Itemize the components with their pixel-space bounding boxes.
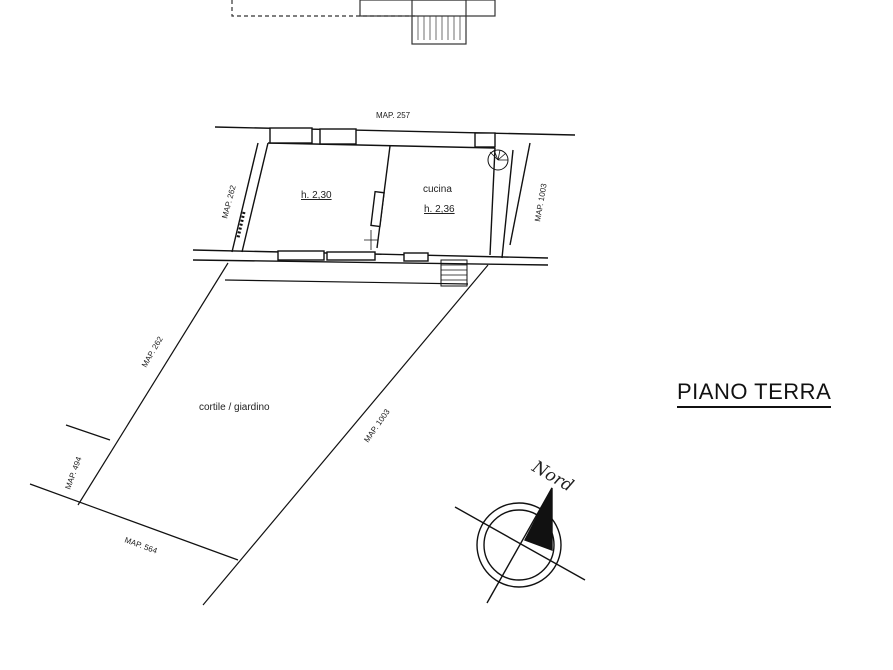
floor-title: PIANO TERRA: [677, 379, 832, 408]
room-height-label: h. 2,30: [301, 190, 332, 201]
parcel-label-west-lower: MAP. 262: [140, 334, 165, 369]
parcel-label-north: MAP. 257: [376, 111, 411, 120]
house-walls: [192, 126, 576, 287]
parcel-label-west-upper: MAP. 262: [220, 184, 238, 220]
kitchen-label: cucina: [423, 184, 452, 195]
kitchen-height-label: h. 2,36: [424, 204, 455, 215]
courtyard-boundaries: [29, 262, 489, 606]
upper-floor-fragment: [231, 0, 496, 45]
parcel-label-far-west: MAP. 494: [63, 455, 83, 491]
parcel-label-east-lower: MAP. 1003: [362, 407, 392, 444]
parcel-label-east-upper: MAP. 1003: [533, 182, 549, 222]
north-arrow-icon: [454, 487, 586, 604]
parcel-label-south: MAP. 564: [123, 535, 159, 555]
courtyard-label: cortile / giardino: [199, 402, 270, 413]
